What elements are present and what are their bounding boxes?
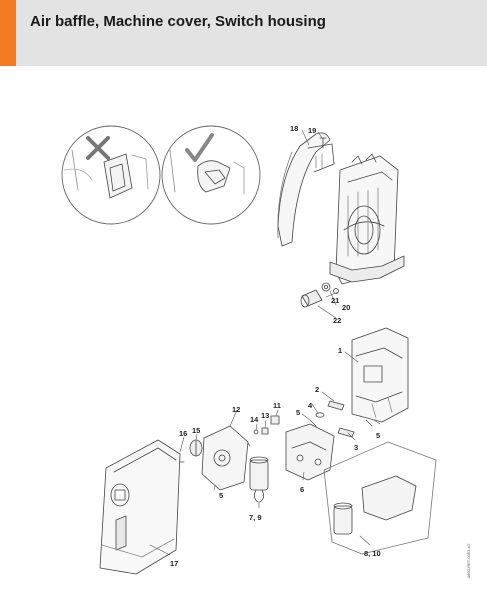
- callout-14: 14: [250, 415, 259, 424]
- callout-2: 2: [315, 385, 319, 394]
- callout-12: 12: [232, 405, 240, 414]
- callout-15: 15: [192, 426, 200, 435]
- callout-21: 21: [331, 296, 339, 305]
- callout-16: 16: [179, 429, 187, 438]
- motor-housing-block: [329, 153, 405, 285]
- checkmark-icon: [185, 133, 214, 162]
- document-id: 0850-RET-0053-A2: [466, 543, 471, 578]
- callout-19: 19: [308, 126, 316, 135]
- part-2-bar: [327, 400, 345, 411]
- callout-7-9: 7, 9: [249, 513, 262, 522]
- callout-5c: 5: [219, 491, 223, 500]
- callout-6: 6: [300, 485, 304, 494]
- part-3: [337, 427, 355, 438]
- callout-3: 3: [354, 443, 358, 452]
- callout-5a: 5: [296, 408, 300, 417]
- washer-4: [315, 412, 325, 418]
- hint-correct: [161, 125, 261, 225]
- nozzle-22: [300, 289, 323, 308]
- callout-17: 17: [170, 559, 178, 568]
- callout-11: 11: [273, 401, 281, 410]
- air-baffle-part: [277, 132, 335, 247]
- callout-18: 18: [290, 124, 298, 133]
- callout-4: 4: [308, 401, 313, 410]
- part-13: [261, 427, 269, 435]
- callout-labels: 18 19 20 21 22 1 2 3 4 5 5 5 6 7, 9 8, 1…: [170, 124, 381, 568]
- knob-15: [189, 439, 203, 457]
- cross-icon: [86, 136, 110, 160]
- machine-cover-17: [99, 439, 181, 575]
- callout-5b: 5: [376, 431, 380, 440]
- callout-20: 20: [342, 303, 350, 312]
- screw-19: [319, 137, 327, 149]
- callout-22: 22: [333, 316, 341, 325]
- switch-housing-part: [351, 327, 409, 423]
- hint-wrong: [61, 125, 161, 225]
- page-title: Air baffle, Machine cover, Switch housin…: [30, 13, 326, 30]
- cover-12: [201, 425, 249, 491]
- washer-14: [253, 429, 259, 435]
- capacitor-7-9: [249, 456, 269, 503]
- connector-20-21: [321, 282, 339, 294]
- bracket-6: [285, 423, 335, 481]
- page-header: Air baffle, Machine cover, Switch housin…: [0, 0, 487, 66]
- callout-13: 13: [261, 411, 269, 420]
- callout-1: 1: [338, 346, 342, 355]
- exploded-parts-diagram: 18 19 20 21 22 1 2 3 4 5 5 5 6 7, 9 8, 1…: [61, 124, 471, 578]
- callout-8-10: 8, 10: [364, 549, 381, 558]
- part-11: [270, 415, 280, 425]
- brand-accent-bar: [0, 0, 16, 66]
- housing-8-10: [323, 441, 437, 555]
